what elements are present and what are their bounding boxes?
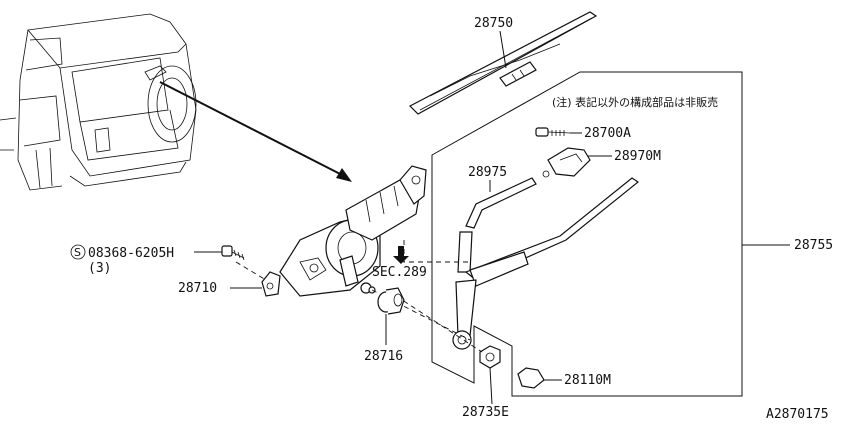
blade-part-number: 28750 — [474, 16, 513, 31]
bracket-28710 — [261, 271, 281, 297]
arm-assembly-frame — [431, 71, 743, 397]
cap-part-number: 28110M — [564, 373, 611, 388]
wiper-motor — [279, 165, 427, 297]
bracket-part-number: 28710 — [178, 281, 217, 296]
location-arrow — [159, 81, 352, 182]
wiper-arm — [452, 177, 640, 350]
wiper-blade — [408, 11, 598, 115]
section-ref-arrow — [393, 246, 409, 264]
bushing-part-number: 28716 — [364, 349, 403, 364]
nut-28735E — [479, 345, 501, 369]
bolt-28700A — [535, 127, 571, 137]
screw-quantity: (3) — [88, 261, 111, 276]
arm-cover-28970M — [542, 147, 591, 178]
screw-part-number: 08368-6205H — [88, 246, 174, 261]
blade-refill-28975 — [457, 177, 537, 273]
screw-08368-6205H — [221, 245, 245, 261]
screw-symbol-circle — [70, 244, 86, 260]
section-ref-label: SEC.289 — [372, 265, 427, 280]
nut-part-number: 28735E — [462, 405, 509, 420]
bolt-part-number: 28700A — [584, 126, 631, 141]
arm-cover-part-number: 28970M — [614, 149, 661, 164]
note-text: (注) 表記以外の構成部品は非販売 — [552, 95, 718, 109]
screw-symbol: S — [74, 246, 81, 259]
arm-assembly-part-number: 28755 — [794, 238, 833, 253]
cap-28110M — [517, 367, 545, 389]
vehicle-illustration — [0, 13, 197, 191]
diagram-id: A2870175 — [766, 407, 829, 422]
bushing-28716 — [377, 287, 405, 315]
blade-refill-part-number: 28975 — [468, 165, 507, 180]
